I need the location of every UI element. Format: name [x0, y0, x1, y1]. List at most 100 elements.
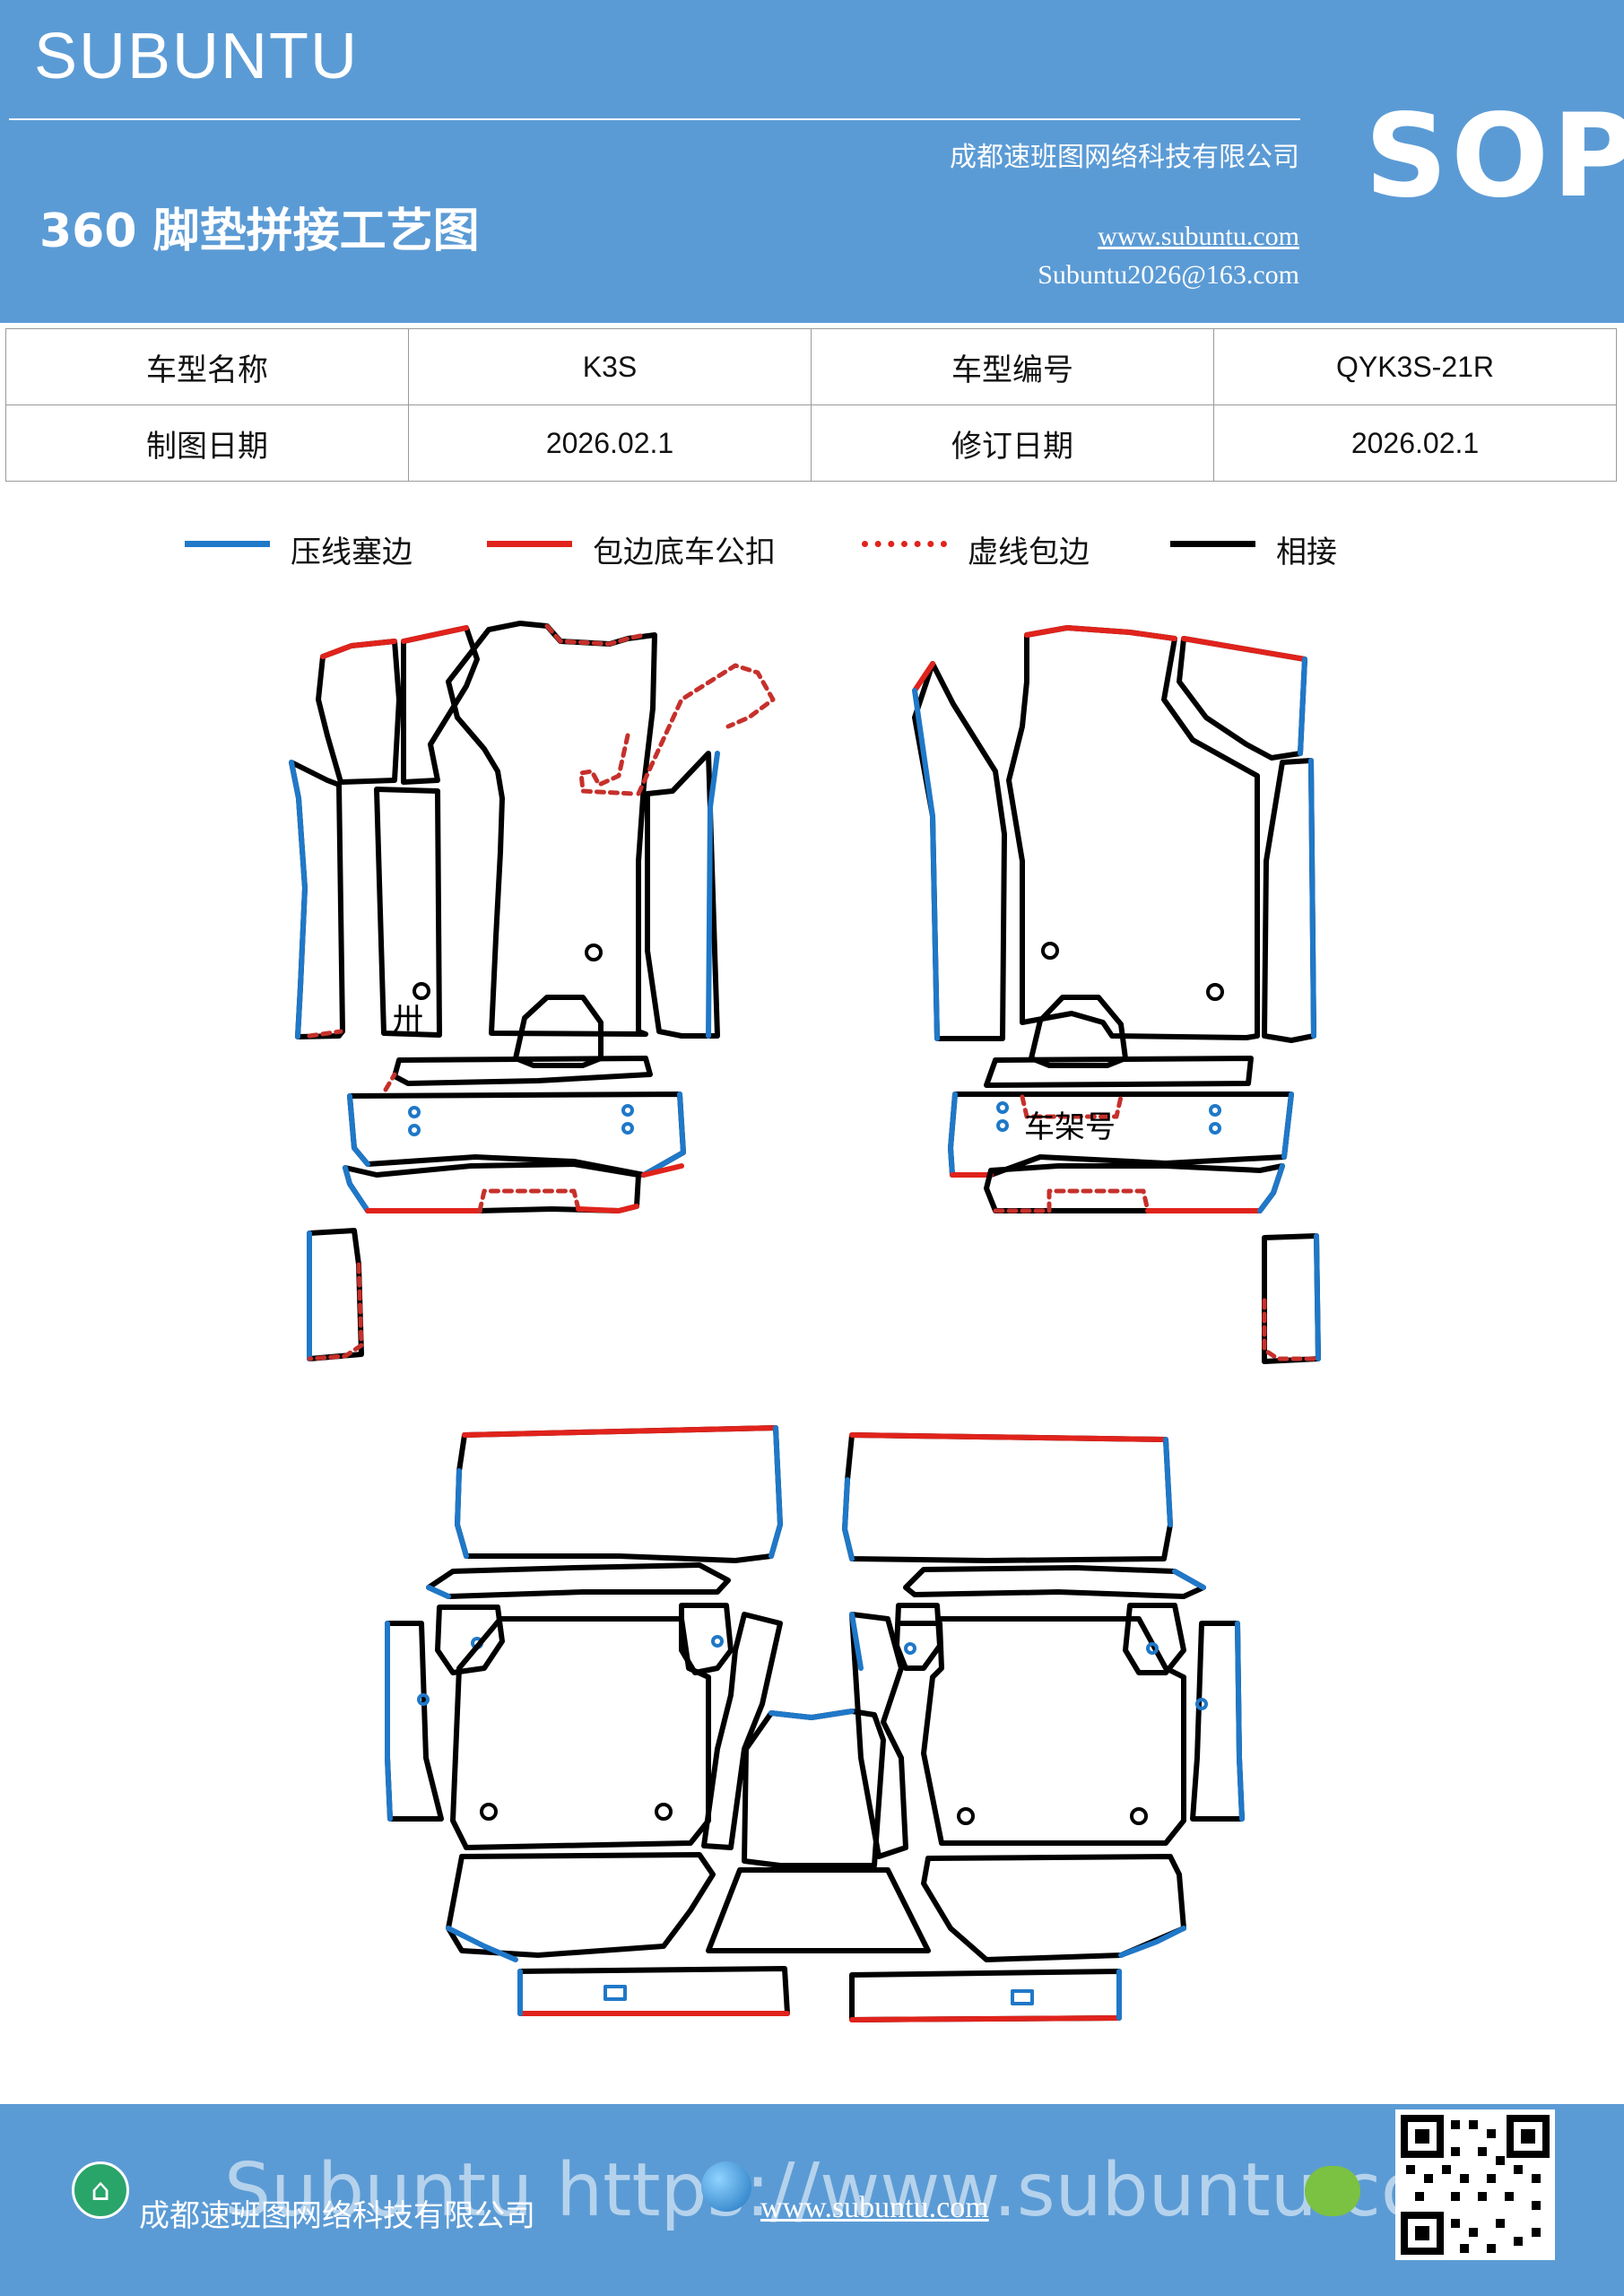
rear-center-blue-edge [769, 1709, 855, 1720]
clip-hole [417, 1693, 430, 1706]
frame-number-label: 车架号 [1024, 1109, 1116, 1145]
globe-icon [701, 2161, 751, 2212]
front-left-tunnel-blue-edge [706, 751, 720, 1039]
front-right-lower-dotted [993, 1188, 1151, 1213]
rear-right-bottom-red-edge [849, 2015, 1122, 2022]
front-right-corner-blue-edge [1298, 657, 1307, 756]
email-address[interactable]: Subuntu2026@163.com [1038, 260, 1299, 290]
front-right-mat-group: 车架号 [912, 625, 1321, 1364]
mount-hole [957, 1807, 975, 1825]
rear-right-corner-tab [894, 1603, 942, 1671]
draw-date-value: 2026.02.1 [408, 404, 812, 482]
rear-right-lower-blue-edge [1118, 1926, 1186, 1958]
rear-left-top-blue-edge [455, 1468, 469, 1559]
front-left-tunnel-strip [645, 751, 720, 1039]
front-left-strip-1 [316, 639, 402, 785]
clip-hole [996, 1101, 1009, 1114]
front-left-strip-1-red-edge [320, 639, 397, 659]
mount-hole [480, 1803, 498, 1821]
rear-left-outer-blue-edge [385, 1621, 393, 1822]
front-left-main-mat [446, 621, 657, 1037]
building-icon: ⌂ [72, 2161, 129, 2219]
mount-hole [413, 982, 430, 1000]
front-right-pedal-pad [1029, 995, 1128, 1068]
front-right-side-red-edge [912, 661, 935, 693]
clip-hole [408, 1106, 421, 1118]
rear-mat-group [385, 1425, 1245, 2022]
front-right-rear-dotted [1020, 1094, 1124, 1119]
qr-code [1395, 2109, 1555, 2260]
brand-name: SUBUNTU [34, 21, 360, 92]
front-left-inner-strip [374, 787, 442, 1038]
front-right-side-blue-edge [912, 688, 940, 1041]
rear-left-band [426, 1562, 731, 1599]
clip-hole [621, 1104, 634, 1117]
rear-left-band-blue-edge [426, 1585, 451, 1599]
front-left-outer-blue-edge [289, 760, 308, 1039]
rear-right-bottom-strip [849, 1969, 1122, 2022]
clip-hole [621, 1122, 634, 1135]
qr-code-graphic [1401, 2115, 1550, 2255]
rear-right-outer-strip [1190, 1621, 1245, 1822]
rear-left-floor-mat [450, 1616, 711, 1850]
mount-hole [1130, 1807, 1148, 1825]
rear-right-band [903, 1565, 1206, 1599]
footer-website-link[interactable]: www.subuntu.com [760, 2191, 989, 2224]
front-right-corner-red-edge [1181, 636, 1307, 662]
front-right-corner-dotted [1262, 1298, 1321, 1361]
company-name: 成都速班图网络科技有限公司 [950, 142, 1299, 173]
front-left-sill-strip [392, 1056, 653, 1086]
clip-hole [1209, 1104, 1221, 1117]
front-right-rear-blue-edge-2 [1281, 1091, 1294, 1160]
front-left-sill-dotted [383, 1072, 397, 1092]
front-right-corner-blue-edge [1314, 1233, 1321, 1361]
rear-left-tunnel-strip [701, 1612, 783, 1850]
rear-center-hump [742, 1709, 886, 1868]
mount-hole [1041, 942, 1059, 960]
header-banner: SUBUNTU 成都速班图网络科技有限公司 360 脚垫拼接工艺图 www.su… [0, 0, 1624, 323]
front-right-top-red-edge [1024, 625, 1177, 641]
revision-date-label: 修订日期 [811, 404, 1214, 482]
front-left-hump-dotted-edge [578, 733, 636, 796]
rear-right-tunnel-blue-edge [849, 1612, 864, 1671]
front-left-strip-2-red-edge [401, 625, 469, 644]
front-left-rear-blue-edge-2 [641, 1091, 686, 1178]
front-right-rear-blue-edge [948, 1091, 958, 1178]
model-code-label: 车型编号 [811, 328, 1214, 405]
marker-symbol: 卅 [393, 1002, 423, 1038]
front-left-lower-red-edge-2 [576, 1204, 639, 1213]
front-right-outer-strip [1262, 758, 1316, 1043]
legend-label: 压线塞边 [291, 535, 413, 570]
rear-left-top-red-edge [462, 1425, 778, 1438]
legend-swatch-black [1170, 541, 1255, 547]
legend-swatch-blue [185, 541, 270, 547]
legend-label: 包边底车公扣 [593, 535, 776, 570]
rear-right-tunnel-strip [849, 1612, 908, 1859]
website-link[interactable]: www.subuntu.com [1098, 222, 1299, 251]
front-left-mat-group: 卅 [289, 621, 776, 1361]
footer-company-name: 成都速班图网络科技有限公司 [139, 2198, 535, 2234]
revision-date-value: 2026.02.1 [1213, 404, 1617, 482]
front-left-outer-dotted [307, 1029, 343, 1039]
rear-right-bottom-slot [1011, 1989, 1034, 2005]
front-right-lower-blue-edge [1257, 1163, 1285, 1213]
front-left-strip-2 [401, 625, 480, 785]
mount-hole [1206, 983, 1224, 1001]
table-row: 车型名称 K3S 车型编号 QYK3S-21R [5, 328, 1617, 405]
front-left-lower-blue-edge [343, 1165, 370, 1213]
rear-right-band-blue-edge [1172, 1569, 1206, 1590]
vehicle-info-table: 车型名称 K3S 车型编号 QYK3S-21R 制图日期 2026.02.1 修… [5, 328, 1617, 482]
legend-label: 虚线包边 [968, 535, 1090, 570]
model-name-value: K3S [408, 328, 812, 405]
front-right-main-mat [1006, 625, 1260, 1040]
floor-mat-diagram: 卅 车架号 [289, 621, 1321, 2022]
rear-left-bottom-slot [604, 1985, 627, 2001]
front-right-corner-strip [1262, 1233, 1321, 1364]
front-left-lower-strip [343, 1161, 641, 1213]
rear-left-outer-strip [385, 1621, 444, 1822]
header-divider [9, 118, 1300, 120]
rear-left-top-panel [455, 1425, 783, 1563]
front-left-lower-dotted [477, 1188, 581, 1213]
rear-left-top-blue-edge-2 [769, 1425, 783, 1559]
rear-right-top-blue-edge-2 [1163, 1437, 1173, 1527]
